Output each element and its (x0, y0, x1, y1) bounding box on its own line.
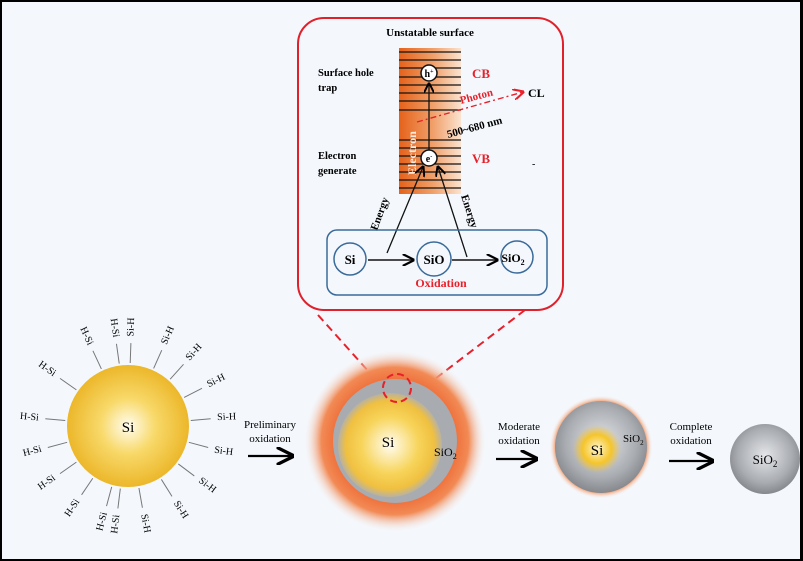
ligand-bond (160, 479, 173, 497)
step1-label-2: oxidation (249, 433, 291, 445)
ligand-label: Si-H (214, 445, 234, 458)
sio-species: SiO (424, 252, 445, 267)
ligand-label: Si-H (184, 342, 205, 363)
zoom-circle (382, 373, 412, 403)
ligand-bond (92, 350, 102, 370)
step3-label-2: oxidation (670, 435, 712, 447)
ligand-bond (115, 343, 120, 364)
hole-label: h+ (425, 69, 435, 80)
ligand-label: Si-H (205, 372, 227, 390)
ligand-label: Si-H (171, 499, 190, 521)
photon-arrow (416, 92, 523, 123)
ligand-bond (129, 343, 132, 364)
oxidation-box-border (326, 229, 548, 296)
ligand-bonds (45, 343, 211, 509)
sio2-species: SiO2 (501, 251, 524, 267)
electron-label: e- (426, 154, 432, 165)
energy-arrow-right (438, 167, 468, 258)
preliminary-shell-label: SiO2 (434, 445, 457, 461)
ligand-label: H-Si (77, 325, 95, 347)
vb-label: VB (472, 151, 490, 166)
ligand-label: H-Si (108, 318, 122, 338)
ligand-label: Si-H (196, 475, 218, 495)
step2-label-1: Moderate (498, 421, 540, 433)
ligand-bond (59, 377, 77, 391)
electron-axis-label: Electron (405, 131, 419, 175)
ligand-label: H-Si (109, 514, 122, 534)
si-circle (333, 242, 367, 276)
ligand-label: Si-H (138, 513, 152, 534)
ligand-bond (117, 488, 121, 509)
ligand-bond (178, 463, 195, 477)
ligand-bond (190, 418, 211, 422)
surface-hole-trap-label-1: Surface hole (318, 68, 374, 79)
oxidation-box: Si SiO SiO2 Oxidation (326, 229, 548, 296)
preliminary-si-core (338, 393, 442, 497)
moderate-core-label: Si (591, 443, 604, 459)
ligand-bond (169, 363, 184, 380)
ligand-bond (153, 349, 163, 369)
moderate-shell-label: SiO2 (623, 433, 644, 447)
preliminary-core-label: Si (382, 435, 395, 451)
dash-mark: - (532, 159, 535, 170)
ligand-bond (59, 461, 77, 475)
ligand-label: H-Si (94, 511, 110, 532)
stage-moderate: Si SiO2 (549, 395, 653, 499)
electron-generate-label-2: generate (318, 166, 357, 177)
ligand-label: H-Si (36, 473, 58, 493)
ligand-label: H-Si (19, 411, 39, 424)
electron-generate-label-1: Electron (318, 151, 356, 162)
step2-label-2: oxidation (498, 435, 540, 447)
stage-preliminary: Si SiO2 (303, 349, 487, 533)
complete-core-label: SiO2 (753, 452, 778, 469)
ligand-bond (47, 441, 68, 448)
ligand-label: Si-H (217, 411, 236, 423)
ligand-bond (81, 477, 94, 496)
step1-label-1: Preliminary (244, 419, 296, 431)
sio2-circle (500, 240, 534, 274)
ligand-bond (138, 487, 143, 508)
cb-label: CB (472, 66, 490, 81)
hole-circle (420, 64, 438, 82)
initial-core-label: Si (122, 420, 135, 436)
moderate-si-core (573, 425, 621, 473)
complete-sio2-particle (730, 424, 800, 494)
inset-panel: Unstatable surface h+ e- Electron Surfac… (297, 17, 564, 311)
si-species: Si (345, 252, 356, 267)
si-nanoparticle (67, 365, 189, 487)
energy-arrow-left (386, 167, 423, 254)
band-diagram: h+ e- Electron (399, 48, 461, 194)
step3-label-1: Complete (670, 421, 713, 433)
ligand-label: H-Si (22, 444, 43, 460)
ligand-bond (106, 486, 113, 507)
stage-complete: SiO2 (730, 424, 800, 494)
ligand-label: Si-H (159, 325, 177, 347)
zoom-line-right (417, 309, 526, 393)
sio-circle (416, 241, 452, 277)
zoom-line-left (317, 314, 379, 383)
ligand-bond (188, 441, 209, 448)
ligand-label: Si-H (125, 317, 137, 336)
ligand-bond (45, 418, 66, 422)
oxidation-label: Oxidation (415, 276, 467, 290)
surface-hole-trap-label-2: trap (318, 83, 337, 94)
cl-label: CL (528, 86, 545, 100)
ligand-label: H-Si (63, 497, 83, 519)
inset-title: Unstatable surface (386, 27, 474, 39)
ligand-bond (183, 387, 203, 398)
ligand-label: H-Si (36, 359, 58, 379)
